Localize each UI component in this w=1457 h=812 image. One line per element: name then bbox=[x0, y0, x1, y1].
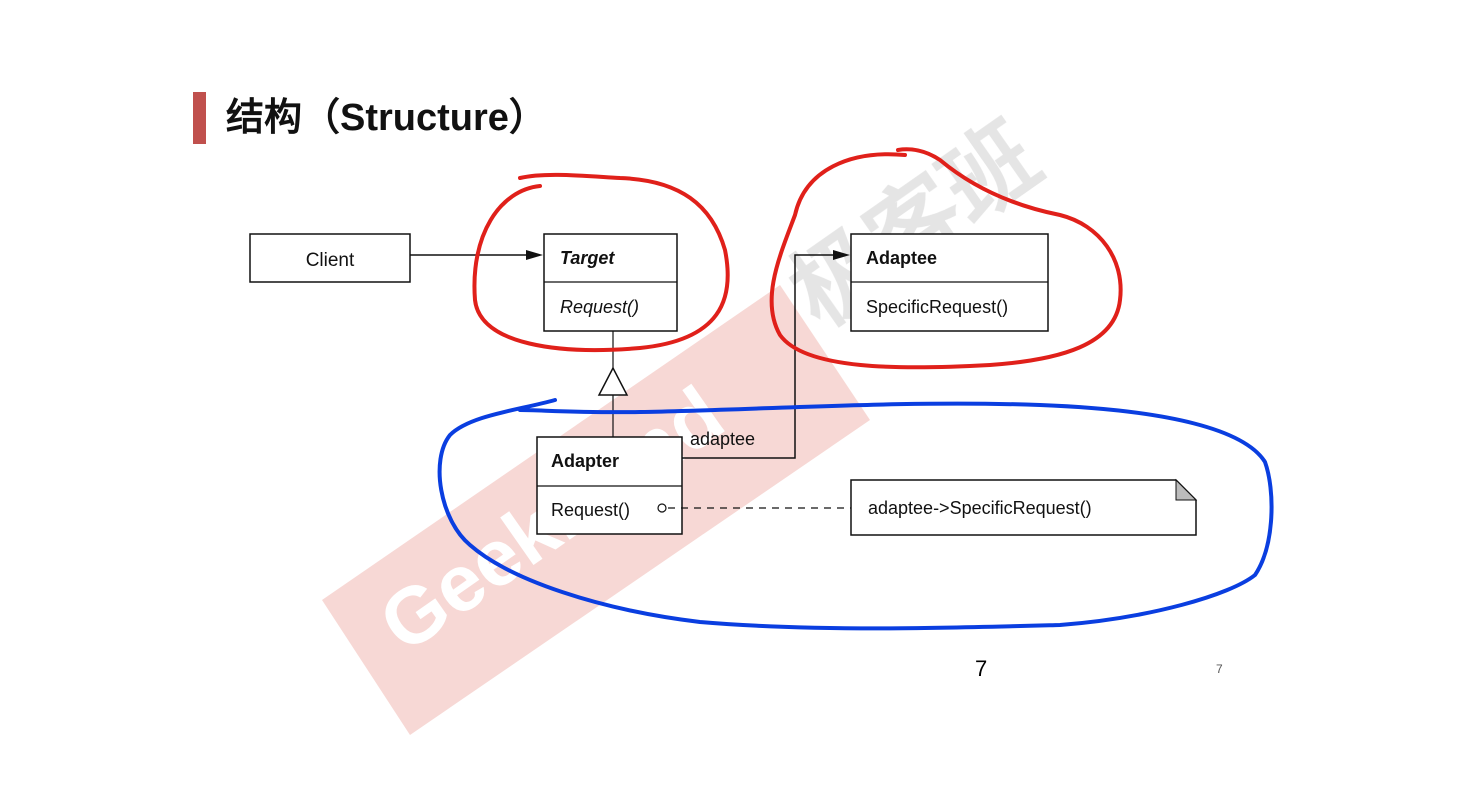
note: adaptee->SpecificRequest() bbox=[850, 478, 1198, 536]
client-name: Client bbox=[306, 250, 355, 271]
note-text: adaptee->SpecificRequest() bbox=[868, 498, 1092, 518]
target-operation: Request() bbox=[560, 297, 639, 317]
blue-highlight-adapter bbox=[437, 398, 1274, 631]
adaptee-class: Adaptee SpecificRequest() bbox=[850, 233, 1049, 332]
page-number: 7 bbox=[975, 656, 988, 681]
adapter-class: Adapter Request() bbox=[536, 436, 683, 535]
association-label: adaptee bbox=[690, 429, 755, 449]
adaptee-name: Adaptee bbox=[866, 248, 937, 268]
adapter-adaptee-line bbox=[682, 254, 835, 459]
adaptee-operation: SpecificRequest() bbox=[866, 297, 1008, 317]
red-highlight-adaptee bbox=[769, 147, 1123, 370]
note-box bbox=[850, 479, 1197, 536]
red-highlight-target bbox=[472, 172, 730, 353]
target-class: Target Request() bbox=[543, 233, 678, 332]
inheritance-triangle bbox=[597, 366, 629, 396]
title-accent-bar bbox=[193, 92, 206, 144]
adapter-adaptee-arrow bbox=[833, 250, 850, 260]
adapter-name: Adapter bbox=[551, 451, 619, 471]
note-anchor bbox=[657, 503, 667, 513]
client-class: Client bbox=[249, 233, 411, 283]
client-box bbox=[249, 233, 411, 283]
adapter-operation: Request() bbox=[551, 500, 630, 520]
client-target-arrow bbox=[526, 250, 543, 260]
target-name: Target bbox=[560, 248, 615, 268]
slide-title: 结构（Structure） bbox=[226, 97, 547, 139]
page-number-small: 7 bbox=[1216, 662, 1223, 676]
note-corner bbox=[1175, 478, 1198, 501]
